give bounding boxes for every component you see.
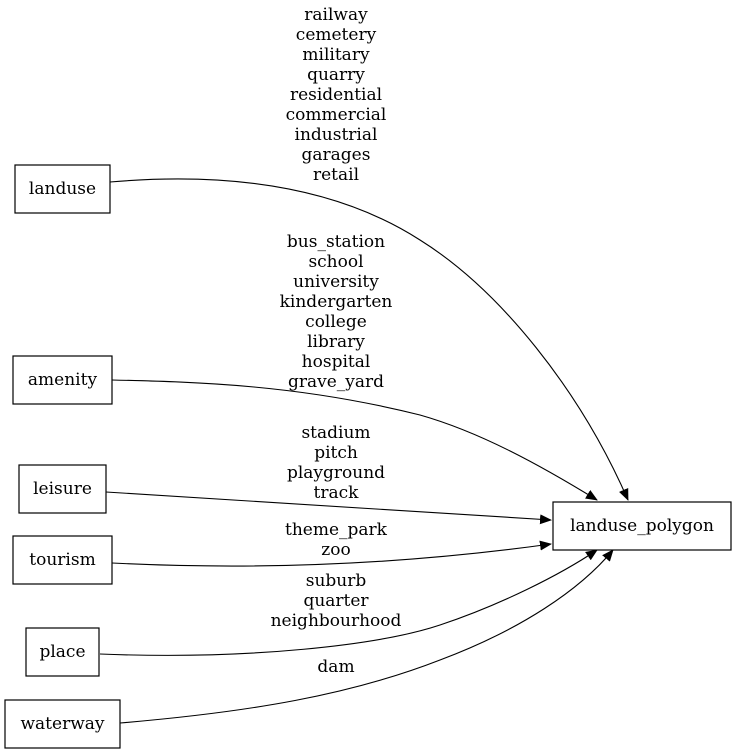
node-place-label: place <box>39 642 85 662</box>
edge-label-line: library <box>307 332 365 352</box>
node-leisure-label: leisure <box>33 479 92 499</box>
edge-label-line: railway <box>304 5 368 25</box>
edge-label-line: pitch <box>314 443 358 463</box>
node-amenity[interactable]: amenity <box>12 355 113 405</box>
edge-label-line: quarter <box>303 591 369 611</box>
edge-label-leisure: stadium pitch playground track <box>287 423 385 503</box>
edge-label-line: military <box>302 45 370 65</box>
node-landuse-polygon[interactable]: landuse_polygon <box>552 501 732 551</box>
edge-label-line: theme_park <box>285 520 388 540</box>
edge-leisure-to-landuse-polygon <box>105 491 552 525</box>
edge-label-landuse: railway cemetery military quarry residen… <box>286 5 387 185</box>
edge-place-to-landuse-polygon <box>99 549 598 656</box>
node-landuse-label: landuse <box>29 179 96 199</box>
edge-amenity-to-landuse-polygon <box>111 379 598 501</box>
edge-label-waterway: dam <box>317 657 354 677</box>
node-landuse-polygon-box <box>552 501 732 551</box>
edge-label-line: school <box>308 252 363 272</box>
edge-label-line: commercial <box>286 105 387 125</box>
edge-label-line: hospital <box>302 352 371 372</box>
node-waterway-label: waterway <box>21 714 105 734</box>
edge-label-line: grave_yard <box>288 372 384 392</box>
edge-label-tourism: theme_park zoo <box>285 520 388 560</box>
edge-label-line: residential <box>290 85 382 105</box>
edge-label-line: track <box>314 483 360 503</box>
edge-label-line: zoo <box>321 540 350 560</box>
node-waterway-box <box>4 699 121 749</box>
edge-label-line: university <box>293 272 379 292</box>
edge-label-amenity: bus_station school university kindergart… <box>280 232 393 392</box>
node-leisure-box <box>18 464 107 514</box>
node-waterway[interactable]: waterway <box>4 699 121 749</box>
edge-label-line: quarry <box>307 65 365 85</box>
edge-label-line: dam <box>317 657 354 677</box>
edge-label-line: neighbourhood <box>271 611 402 631</box>
edge-label-line: retail <box>313 165 359 185</box>
node-amenity-box <box>12 355 113 405</box>
edge-label-line: stadium <box>301 423 370 443</box>
edge-tourism-to-landuse-polygon <box>111 540 552 567</box>
node-place-box <box>25 627 100 677</box>
edge-waterway-to-landuse-polygon <box>119 549 614 724</box>
edge-label-line: suburb <box>306 571 367 591</box>
edge-label-line: garages <box>302 145 371 165</box>
edge-label-line: playground <box>287 463 385 483</box>
edge-label-line: kindergarten <box>280 292 393 312</box>
node-tourism-label: tourism <box>29 550 95 570</box>
node-place[interactable]: place <box>25 627 100 677</box>
edge-label-line: industrial <box>295 125 378 145</box>
node-landuse[interactable]: landuse <box>14 164 111 214</box>
node-landuse-polygon-label: landuse_polygon <box>570 516 714 536</box>
node-tourism[interactable]: tourism <box>12 535 113 585</box>
node-tourism-box <box>12 535 113 585</box>
node-leisure[interactable]: leisure <box>18 464 107 514</box>
edge-landuse-to-landuse-polygon <box>109 178 629 501</box>
node-landuse-box <box>14 164 111 214</box>
edge-label-line: cemetery <box>296 25 377 45</box>
node-amenity-label: amenity <box>28 370 98 390</box>
edge-label-line: college <box>305 312 367 332</box>
edge-label-place: suburb quarter neighbourhood <box>271 571 402 631</box>
edge-label-line: bus_station <box>287 232 385 252</box>
